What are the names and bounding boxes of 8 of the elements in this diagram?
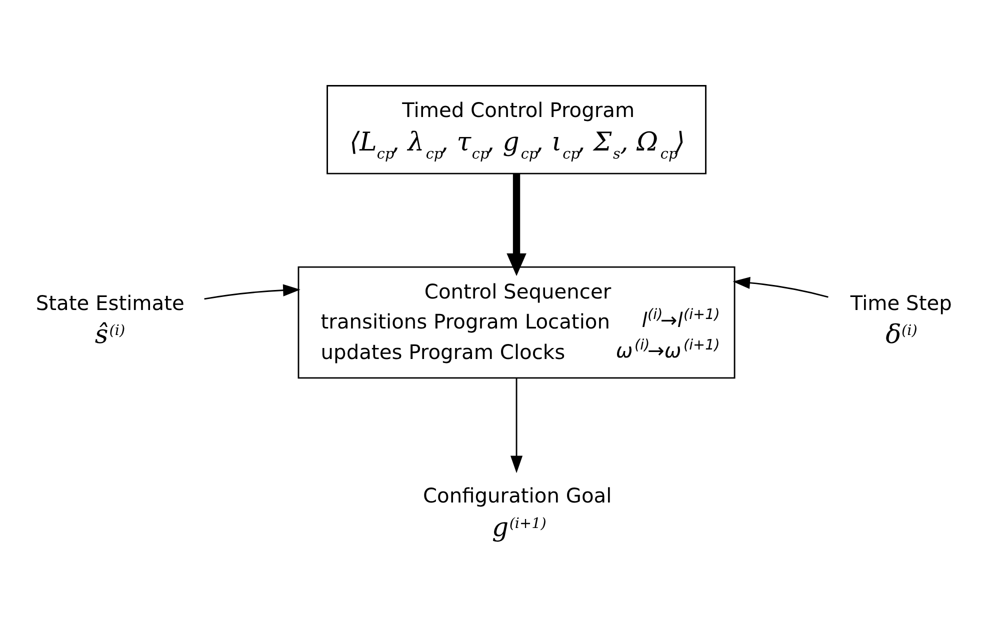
arrow — [204, 284, 300, 300]
node-box: Control Sequencer transitions Program Location l$^{(i)}$→l$^{(i+1)}$ updates Program Clocks ω$^{(i)}$→ω$^{(i+1)}$ — [298, 266, 736, 378]
node-text: State Estimate ŝ$^{(i)}$ — [36, 290, 184, 350]
node-text: Configuration Goal g$^{(i+1)}$ — [422, 483, 612, 543]
arrow — [506, 173, 526, 276]
arrow — [732, 276, 828, 298]
arrow — [510, 378, 523, 473]
node-text: Time Step δ$^{(i)}$ — [850, 290, 952, 350]
